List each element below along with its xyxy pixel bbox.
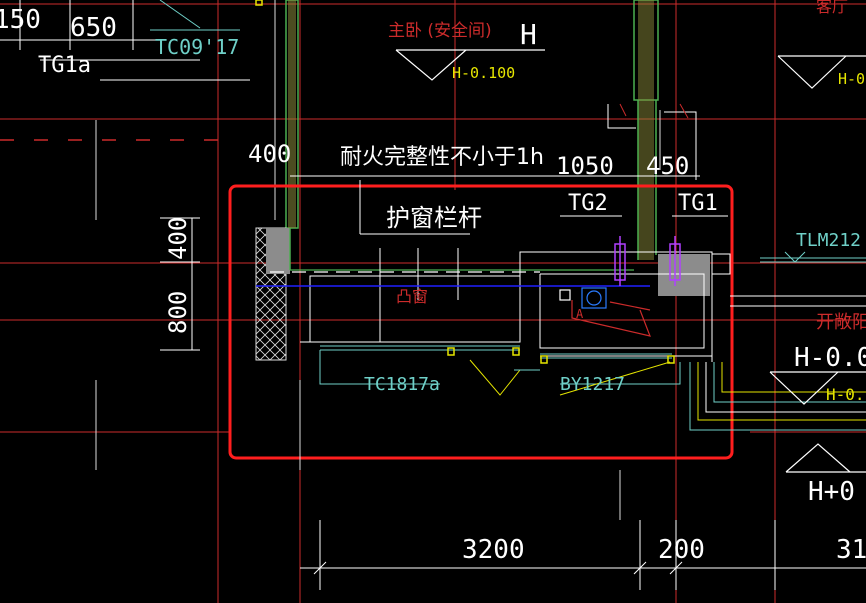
tc0917-leader — [150, 0, 240, 31]
gray-column-left — [266, 228, 290, 274]
dimension-top-left — [0, 0, 250, 81]
misc-ticks — [95, 120, 621, 520]
tg1a-label: TG1a — [38, 53, 91, 78]
dim-450-label: 450 — [646, 152, 689, 180]
tg2-label: TG2 — [568, 191, 608, 216]
railing-note: 护窗栏杆 — [386, 204, 482, 232]
tlm-label: TLM212 — [796, 230, 861, 251]
window-inner-lines — [379, 248, 459, 342]
thin-white-verticals — [274, 0, 661, 220]
wall-left — [285, 0, 299, 229]
by1217-label: BY1217 — [560, 374, 625, 395]
tc1817-leader — [469, 359, 671, 396]
svg-text:A: A — [576, 307, 584, 321]
bay-window-label: 凸窗 — [396, 287, 428, 306]
dim-400-label: 400 — [248, 140, 291, 168]
level-marker-plus — [785, 443, 866, 473]
bay-window-outline — [300, 251, 731, 362]
fire-rating-note: 耐火完整性不小于1h — [340, 145, 544, 170]
room-title-label: 主卧 (安全间) — [388, 21, 492, 41]
level-right-1-label: H-0.0 — [794, 343, 866, 373]
right-side-lines — [689, 295, 866, 431]
level-marker-top-right — [777, 55, 866, 89]
window-sill-lines — [319, 345, 681, 385]
dim-150-label: 150 — [0, 5, 41, 35]
highlight-box — [228, 184, 734, 460]
tg2-marker — [614, 236, 626, 286]
dim-650-label: 650 — [70, 13, 117, 43]
gray-column-right — [658, 254, 710, 296]
railing-leader — [359, 180, 470, 235]
tg1-label: TG1 — [678, 191, 718, 216]
dim-200-label: 200 — [658, 535, 705, 565]
upper-annotation-marks — [607, 103, 697, 180]
equipment-symbol: A — [559, 287, 651, 337]
yellow-marker-top — [255, 0, 263, 6]
yellow-markers — [447, 347, 675, 364]
tg1-marker — [669, 236, 681, 286]
tc0917-label: TC09'17 — [155, 35, 239, 59]
tc1817-label: TC1817a — [364, 374, 440, 395]
side-dim-400-label: 400 — [164, 217, 192, 260]
wall-right — [633, 0, 659, 260]
level-top-right-label: H-0 — [838, 70, 865, 88]
dim-3200-label: 3200 — [462, 535, 525, 565]
level-right-2-label: H-0. — [826, 385, 865, 404]
level-plus-label: H+0 — [808, 477, 855, 507]
dim-31-label: 31 — [836, 535, 866, 565]
top-right-room-label: 客厅 — [816, 0, 848, 16]
dimension-bottom — [300, 520, 866, 590]
open-balcony-label: 开敞阳 — [816, 312, 866, 333]
level-marker-room — [395, 49, 545, 81]
side-dimension-group — [160, 217, 200, 351]
side-dim-800-label: 800 — [164, 291, 192, 334]
dim-1050-label: 1050 — [556, 152, 614, 180]
level-marker-right — [769, 371, 866, 405]
tlm-lines — [760, 251, 866, 263]
room-letter-label: H — [520, 18, 537, 51]
level-room-label: H-0.100 — [452, 64, 515, 82]
